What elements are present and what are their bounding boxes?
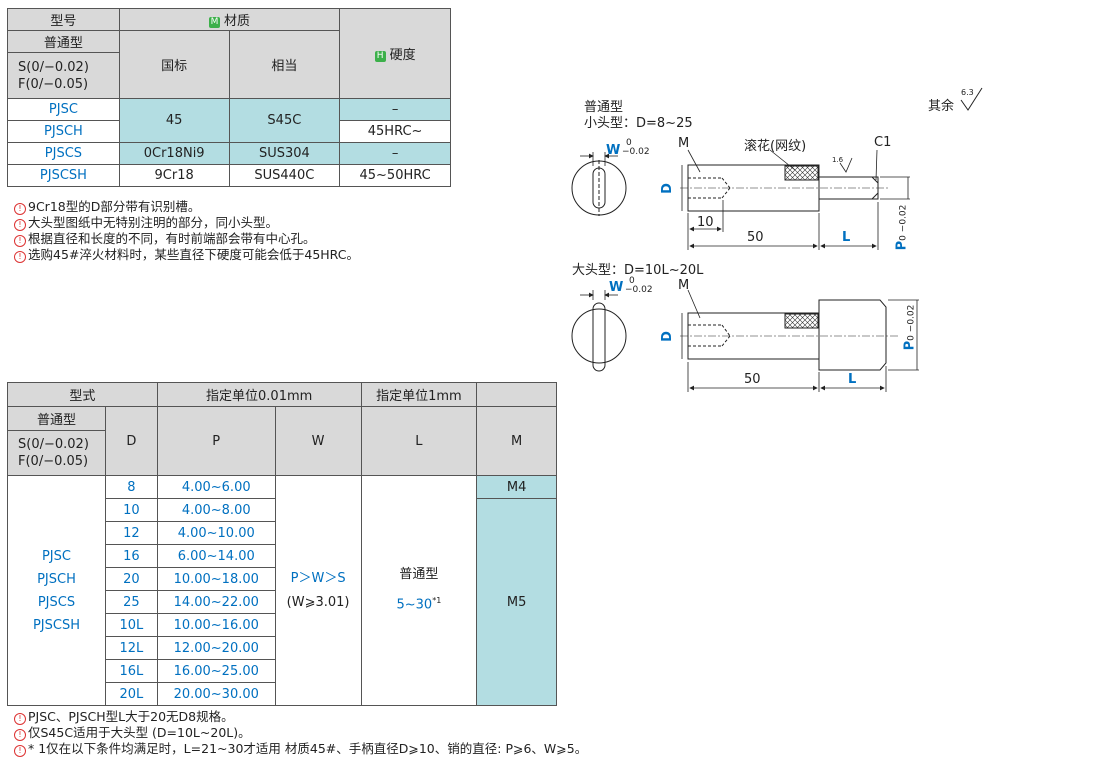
note-item: !* 1仅在以下条件均满足时，L=21~30才适用 材质45#、手柄直径D⩾10… <box>14 741 587 757</box>
c1-label: C1 <box>874 135 892 150</box>
notes-1: !9Cr18型的D部分带有识别槽。 !大头型图纸中无特别注明的部分，同小头型。 … <box>14 199 359 263</box>
header-w: W <box>274 406 362 476</box>
note-item: !大头型图纸中无特别注明的部分，同小头型。 <box>14 215 359 231</box>
note-icon: ! <box>14 235 26 247</box>
header-tolerance: S(0/−0.02)F(0/−0.05) <box>7 52 120 99</box>
large-w-label: W <box>609 280 624 295</box>
hardness-pjsch: 45HRC~ <box>339 120 451 143</box>
small-pin-body <box>680 164 890 212</box>
gb-0cr18ni9: 0Cr18Ni9 <box>118 142 230 165</box>
small-pin-dims <box>681 149 910 250</box>
gb-9cr18: 9Cr18 <box>118 164 230 187</box>
gb-45: 45 <box>118 98 230 143</box>
table-row-p: 4.00~10.00 <box>156 521 276 545</box>
dim-10: 10 <box>697 215 714 230</box>
table-row-d: 16L <box>104 659 158 683</box>
large-d-label: D <box>659 331 675 342</box>
note-icon: ! <box>14 729 26 741</box>
material-badge-icon: M <box>209 17 220 28</box>
drawing-title-type: 普通型 <box>584 100 624 115</box>
knurl-label: 滚花(网纹) <box>744 139 807 154</box>
m-small: M4 <box>476 475 557 499</box>
note-icon: ! <box>14 745 26 757</box>
equiv-s45c: S45C <box>228 98 341 143</box>
note-icon: ! <box>14 251 26 263</box>
hardness-badge-icon: H <box>374 51 386 62</box>
hardness-pjscsh: 45~50HRC <box>339 164 451 187</box>
large-pin-dims <box>681 289 919 392</box>
drawing-small-head: 小头型：D=8~25 <box>584 116 693 131</box>
note-item: !PJSC、PJSCH型L大于20无D8规格。 <box>14 709 587 725</box>
note-item: !根据直径和长度的不同，有时前端部会带有中心孔。 <box>14 231 359 247</box>
large-l-label: L <box>848 372 857 387</box>
table-row-p: 4.00~6.00 <box>156 475 276 499</box>
table-row-d: 20L <box>104 682 158 706</box>
model-pjsch: PJSCH <box>7 120 120 143</box>
small-w-dim <box>580 152 618 166</box>
m-large: M5 <box>476 498 557 706</box>
roughness-small: 1.6 <box>832 156 844 164</box>
large-w-tol: 0−0.02 <box>625 276 653 295</box>
header-blank <box>476 382 557 407</box>
large-end-view <box>571 302 627 372</box>
model-pjscsh: PJSCSH <box>7 164 120 187</box>
table-row-p: 20.00~30.00 <box>156 682 276 706</box>
small-w-label: W <box>606 143 621 158</box>
header-p: P <box>156 406 276 476</box>
table-row-p: 12.00~20.00 <box>156 636 276 660</box>
equiv-sus440c: SUS440C <box>228 164 341 187</box>
large-w-dim <box>580 290 618 300</box>
table-row-d: 25 <box>104 590 158 614</box>
table-row-p: 10.00~18.00 <box>156 567 276 591</box>
small-l-label: L <box>842 230 851 245</box>
note-item: !仅S45C适用于大头型 (D=10L~20L)。 <box>14 725 587 741</box>
w-cell: P＞W＞S(W⩾3.01) <box>274 475 362 706</box>
large-m-label: M <box>678 278 690 293</box>
header-l: L <box>360 406 478 476</box>
table-row-d: 8 <box>104 475 158 499</box>
header-gb: 国标 <box>118 30 230 99</box>
table-row-p: 14.00~22.00 <box>156 590 276 614</box>
table-row-p: 16.00~25.00 <box>156 659 276 683</box>
note-item: !9Cr18型的D部分带有识别槽。 <box>14 199 359 215</box>
header-m: M <box>476 406 557 476</box>
header-standard-type: 普通型 <box>7 406 106 431</box>
small-end-view <box>571 160 627 216</box>
header-tolerance: S(0/−0.02)F(0/−0.05) <box>7 430 106 476</box>
note-icon: ! <box>14 203 26 215</box>
large-pin-body <box>680 299 898 371</box>
header-d: D <box>104 406 158 476</box>
drawing-large-head: 大头型：D=10L~20L <box>572 263 704 278</box>
table-row-d: 20 <box>104 567 158 591</box>
table-row-d: 16 <box>104 544 158 568</box>
notes-2: !PJSC、PJSCH型L大于20无D8规格。 !仅S45C适用于大头型 (D=… <box>14 709 587 757</box>
small-m-label: M <box>678 136 690 151</box>
drawing-roughness: 6.3 <box>961 88 974 97</box>
note-icon: ! <box>14 713 26 725</box>
table-row-p: 10.00~16.00 <box>156 613 276 637</box>
note-item: !选购45#淬火材料时，某些直径下硬度可能会低于45HRC。 <box>14 247 359 263</box>
dimension-table: 型式 指定单位0.01mm 指定单位1mm 普通型 D P W L M S(0/… <box>7 382 557 706</box>
small-d-label: D <box>659 183 675 194</box>
table-row-d: 12 <box>104 521 158 545</box>
large-p-tol: P0 −0.02 <box>902 304 918 351</box>
drawing-rest: 其余 <box>928 99 955 114</box>
small-w-tol: 0−0.02 <box>622 138 650 157</box>
small-p-tol: P0 −0.02 <box>894 204 910 251</box>
header-standard-type: 普通型 <box>7 30 120 53</box>
header-equiv: 相当 <box>228 30 341 99</box>
model-pjscs: PJSCS <box>7 142 120 165</box>
dim-50-small: 50 <box>747 230 764 245</box>
note-icon: ! <box>14 219 26 231</box>
dim-50-large: 50 <box>744 372 761 387</box>
roughness-icon <box>960 87 983 111</box>
